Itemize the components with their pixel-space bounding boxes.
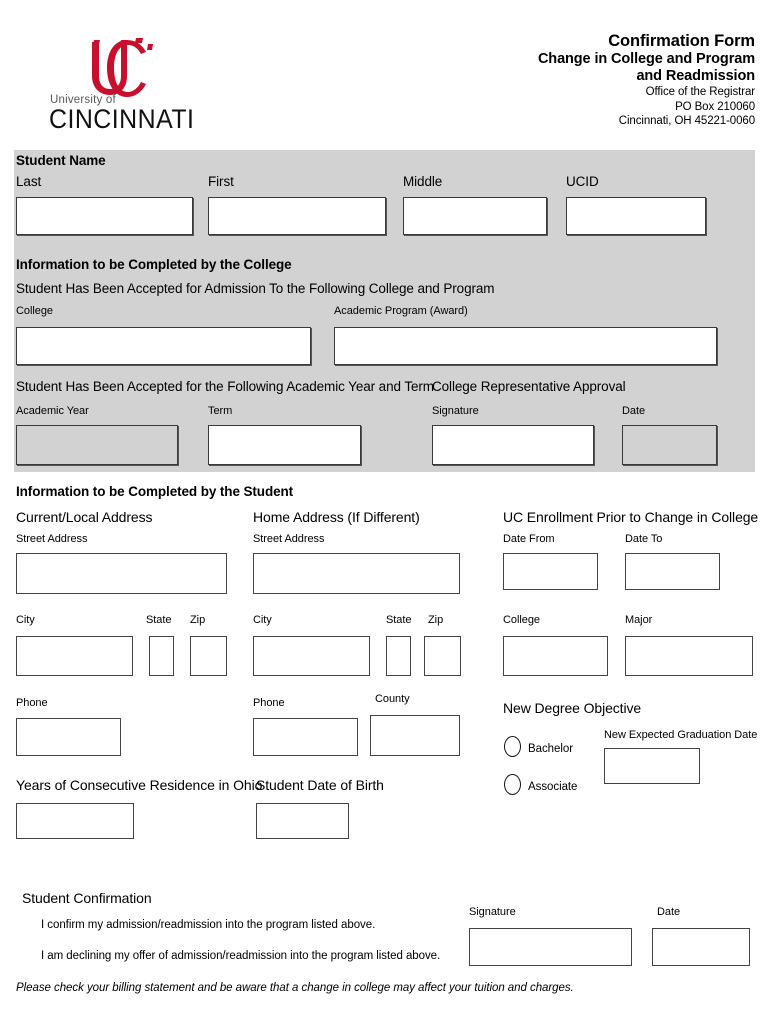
home-state-label: State [386,614,412,626]
current-zip-input[interactable] [190,636,227,676]
student-signature-label: Signature [469,906,516,918]
office-name: Office of the Registrar [645,86,755,98]
dob-input[interactable] [256,803,349,839]
rep-signature-label: Signature [432,405,479,417]
city-state-zip: Cincinnati, OH 45221-0060 [618,115,755,127]
prior-college-input[interactable] [503,636,608,676]
uc-monogram-icon [92,38,153,97]
billing-note: Please check your billing statement and … [16,982,574,994]
college-label: College [16,305,53,317]
current-state-input[interactable] [149,636,174,676]
student-signature-input[interactable] [469,928,632,966]
prior-enrollment-heading: UC Enrollment Prior to Change in College [503,509,759,525]
home-city-label: City [253,614,272,626]
first-name-label: First [208,174,234,189]
logo-university-text: University of [50,94,116,106]
degree-objective-heading: New Degree Objective [503,700,642,716]
date-from-label: Date From [503,533,555,545]
date-to-input[interactable] [625,553,720,590]
student-date-input[interactable] [652,928,750,966]
county-input[interactable] [370,715,460,756]
college-input[interactable] [16,327,311,365]
current-street-label: Street Address [16,533,88,545]
ucid-label: UCID [566,174,599,189]
student-section-title: Information to be Completed by the Stude… [16,484,294,499]
home-city-input[interactable] [253,636,370,676]
current-state-label: State [146,614,172,626]
date-to-label: Date To [625,533,663,545]
middle-name-input[interactable] [403,197,547,235]
home-zip-input[interactable] [424,636,461,676]
student-date-label: Date [657,906,681,918]
home-phone-label: Phone [253,697,285,709]
logo-cincinnati-text: CINCINNATI [49,104,195,134]
residence-label: Years of Consecutive Residence in Ohio [16,777,263,793]
home-phone-input[interactable] [253,718,358,756]
form-header: University of CINCINNATI Confirmation Fo… [0,0,770,150]
rep-date-label: Date [622,405,646,417]
term-input[interactable] [208,425,361,465]
radio-bachelor[interactable] [504,736,521,757]
current-address-heading: Current/Local Address [16,509,153,525]
ucid-input[interactable] [566,197,706,235]
term-label: Term [208,405,233,417]
rep-signature-input[interactable] [432,425,594,465]
current-phone-label: Phone [16,697,48,709]
student-name-section-title: Student Name [16,153,106,168]
decline-option-text[interactable]: I am declining my offer of admission/rea… [41,950,441,962]
college-approval-heading: College Representative Approval [432,379,626,394]
page-subtitle-line1: Change in College and Program [537,51,755,67]
current-city-input[interactable] [16,636,133,676]
grad-date-input[interactable] [604,748,700,784]
college-section-title: Information to be Completed by the Colle… [16,257,292,272]
last-name-label: Last [16,174,42,189]
page-subtitle-line2: and Readmission [636,68,755,84]
academic-program-label: Academic Program (Award) [334,305,468,317]
home-street-input[interactable] [253,553,460,594]
current-city-label: City [16,614,35,626]
academic-term-heading: Student Has Been Accepted for the Follow… [16,379,434,394]
confirmation-section-title: Student Confirmation [22,890,152,906]
dob-label: Student Date of Birth [256,777,384,793]
academic-program-input[interactable] [334,327,717,365]
prior-major-label: Major [625,614,653,626]
po-box: PO Box 210060 [675,100,755,113]
current-phone-input[interactable] [16,718,121,756]
home-zip-label: Zip [428,614,444,626]
last-name-input[interactable] [16,197,193,235]
university-logo: University of CINCINNATI [22,38,197,138]
confirm-option-text[interactable]: I confirm my admission/readmission into … [41,919,376,931]
county-label: County [375,693,410,705]
page-title: Confirmation Form [608,32,755,50]
college-accepted-heading: Student Has Been Accepted for Admission … [16,281,495,296]
radio-associate-label: Associate [528,781,578,793]
first-name-input[interactable] [208,197,386,235]
home-state-input[interactable] [386,636,411,676]
home-street-label: Street Address [253,533,325,545]
middle-name-label: Middle [403,174,443,189]
radio-bachelor-label: Bachelor [528,743,573,755]
rep-date-input[interactable] [622,425,717,465]
home-address-heading: Home Address (If Different) [253,509,420,525]
academic-year-input[interactable] [16,425,178,465]
radio-associate[interactable] [504,774,521,795]
date-from-input[interactable] [503,553,598,590]
header-title-block: Confirmation Form Change in College and … [538,32,755,129]
prior-college-label: College [503,614,540,626]
current-street-input[interactable] [16,553,227,594]
academic-year-label: Academic Year [16,405,89,417]
prior-major-input[interactable] [625,636,753,676]
residence-input[interactable] [16,803,134,839]
current-zip-label: Zip [190,614,206,626]
grad-date-label: New Expected Graduation Date [604,729,758,741]
